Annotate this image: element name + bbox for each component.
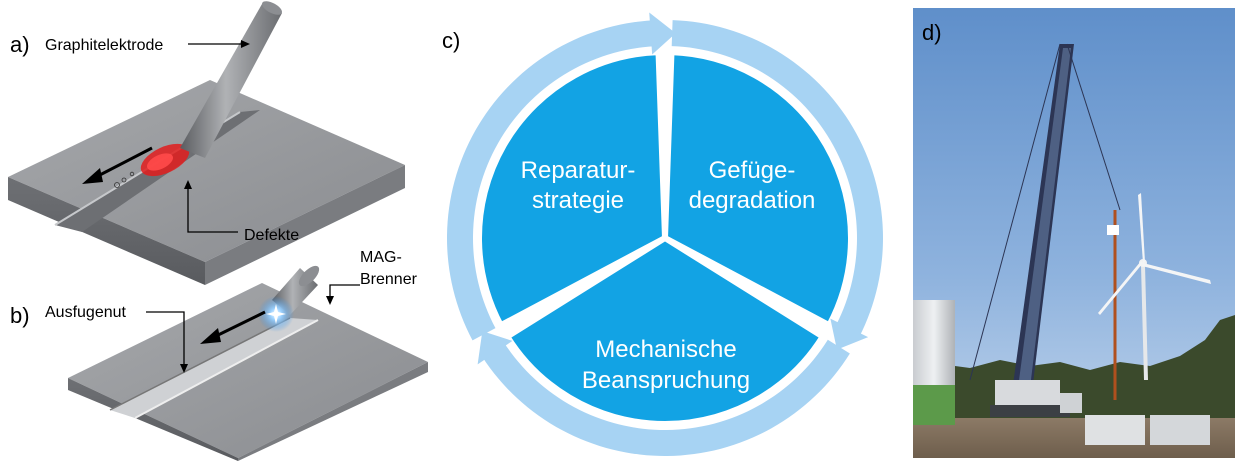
welding-illustration-panel: a) Graphitelektrode Defekte MAG- Brenner… <box>0 0 430 461</box>
welding-illustration: a) Graphitelektrode Defekte MAG- Brenner… <box>8 1 428 461</box>
ring-arc-1 <box>671 20 883 337</box>
torch-label-line1: MAG- <box>360 249 402 266</box>
workpiece-plate-b <box>68 283 428 461</box>
defect-pore <box>114 182 120 188</box>
label-c: c) <box>442 28 460 53</box>
segment-label-structure-line2: degradation <box>689 187 816 214</box>
ring-arc-3 <box>447 20 655 341</box>
segment-structure-degradation <box>661 49 854 330</box>
cycle-segments <box>476 49 854 427</box>
graphite-electrode-icon <box>180 1 282 158</box>
ring-arc-2 <box>482 339 850 456</box>
direction-arrow-b <box>200 310 266 344</box>
torch-label-line2: Brenner <box>360 271 418 288</box>
segment-label-repair-line1: Reparatur- <box>521 157 636 184</box>
electrode-label: Graphitelektrode <box>45 37 163 54</box>
cycle-arrowhead-1 <box>830 318 869 350</box>
defects-label: Defekte <box>244 227 299 244</box>
label-d: d) <box>922 20 942 45</box>
segment-label-structure-line1: Gefüge- <box>709 157 796 184</box>
cycle-arrowhead-2 <box>477 331 513 365</box>
wind-turbine-photo: d) <box>913 8 1235 458</box>
direction-arrow-a <box>82 146 153 184</box>
segment-label-mechanical-line2: Beanspruchung <box>582 367 750 394</box>
wind-turbine-photo-panel: d) <box>900 0 1235 461</box>
segment-label-mechanical-line1: Mechanische <box>595 336 736 363</box>
mag-torch-icon <box>258 265 320 332</box>
label-b: b) <box>10 303 30 328</box>
segment-label-repair-line2: strategie <box>532 187 624 214</box>
photo-frame <box>913 8 1235 458</box>
cycle-arrows <box>477 12 869 365</box>
groove-label: Ausfugenut <box>45 304 127 321</box>
defect-pore <box>129 171 135 177</box>
defect-callout-line <box>187 186 238 233</box>
torch-callout-line <box>329 284 360 300</box>
label-a: a) <box>10 32 30 57</box>
cycle-diagram: c) Reparatur- strategie Gefüge- degradat… <box>442 12 883 456</box>
segment-mechanical-load <box>503 234 827 427</box>
groove-callout-line <box>146 311 185 368</box>
defect-pore <box>121 177 127 183</box>
segment-repair-strategy <box>476 49 669 330</box>
cycle-diagram-panel: c) Reparatur- strategie Gefüge- degradat… <box>430 0 900 461</box>
cycle-ring <box>447 20 883 456</box>
cycle-arrowhead-3 <box>649 12 676 55</box>
arc-spot-red <box>140 143 190 177</box>
